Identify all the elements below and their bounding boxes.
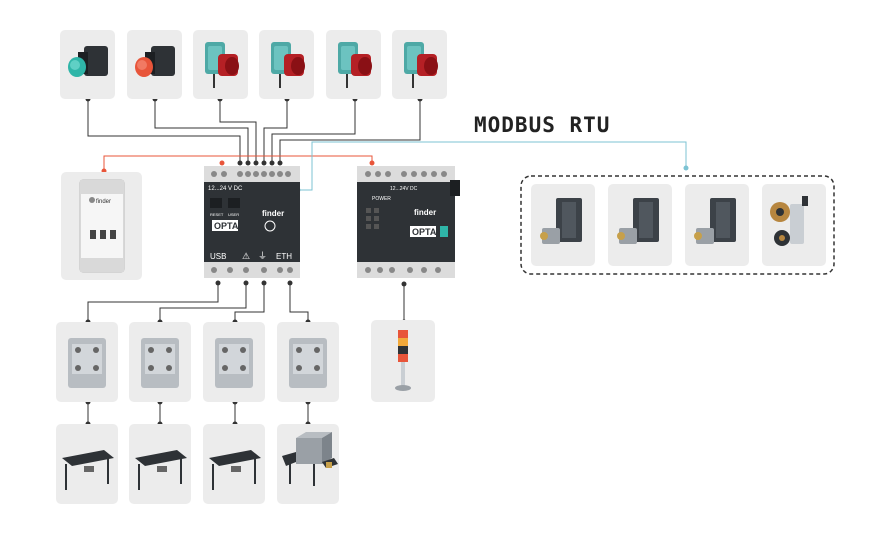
tile-servo-drive-3	[685, 184, 749, 266]
tile-power-supply: finder	[61, 172, 142, 280]
tile-relay-4	[277, 322, 339, 402]
conveyor-motor-icon	[157, 466, 167, 472]
tile-relay-3	[203, 322, 265, 402]
motor-shaft-icon	[694, 232, 702, 240]
finder-logo-icon	[89, 197, 95, 203]
wire-button-teal	[87, 99, 241, 164]
tile-photo-sensor-3	[326, 30, 381, 99]
warning-icon: ⚠	[242, 251, 250, 261]
photo-sensor-lens-icon	[358, 57, 372, 75]
opta-left-reset-label: RESET	[210, 212, 224, 217]
tile-conveyor-3	[203, 424, 265, 504]
wire-sensor-2	[263, 99, 288, 164]
opta-right-brand: finder	[414, 208, 436, 217]
opta-left-usb-label: USB	[210, 252, 226, 261]
photo-sensor-lens-icon	[225, 57, 239, 75]
opta-right-power-label: POWER	[372, 196, 391, 202]
wire-sensor-1	[219, 99, 257, 164]
modbus-group-border	[520, 175, 835, 275]
tile-relay-2	[129, 322, 191, 402]
relay-terminal-icon	[75, 347, 81, 353]
opta-left-user-label: USER	[228, 212, 239, 217]
tile-push-button-red	[127, 30, 182, 99]
opta-right-supply: 12...24V DC	[390, 186, 418, 192]
wires	[87, 99, 421, 424]
photo-sensor-lens-icon	[291, 57, 305, 75]
conveyor-motor-icon	[84, 466, 94, 472]
tile-photo-sensor-1	[193, 30, 248, 99]
opta-right-model: OPTA	[412, 227, 437, 237]
power-supply-brand: finder	[96, 199, 111, 205]
dot-power-opta-right	[369, 160, 375, 166]
tile-stack-light	[371, 320, 435, 402]
wire-output-3	[234, 282, 265, 322]
tile-photo-sensor-4	[392, 30, 447, 99]
wire-button-red	[154, 99, 249, 164]
relay-terminal-icon	[148, 347, 154, 353]
tile-labeling-machine	[762, 184, 826, 266]
opta-left-model: OPTA	[214, 221, 239, 231]
oven-box-icon	[326, 462, 332, 468]
tile-relay-1	[56, 322, 118, 402]
wire-output-1	[87, 282, 219, 322]
opta-controller-left: 12...24 V DC RESET USER finder OPTA USB …	[204, 166, 300, 278]
wire-output-2	[159, 282, 247, 322]
dot-power-opta-left	[219, 160, 225, 166]
relay-terminal-icon	[222, 347, 228, 353]
wire-modbus	[298, 141, 687, 191]
conveyor-motor-icon	[231, 466, 241, 472]
tile-conveyor-1	[56, 424, 118, 504]
tile-servo-drive-2	[608, 184, 672, 266]
opta-left-brand: finder	[262, 209, 284, 218]
tile-conveyor-2	[129, 424, 191, 504]
tile-photo-sensor-2	[259, 30, 314, 99]
ground-icon: ⏚	[258, 251, 267, 261]
dot-modbus-end	[683, 165, 689, 171]
motor-shaft-icon	[617, 232, 625, 240]
stack-light-base-icon	[395, 385, 411, 391]
opta-left-eth-label: ETH	[276, 252, 292, 261]
opta-left-supply: 12...24 V DC	[208, 186, 243, 192]
motor-shaft-icon	[540, 232, 548, 240]
wire-output-4	[289, 282, 309, 322]
wire-sensor-3	[271, 99, 356, 164]
tile-servo-drive-1	[531, 184, 595, 266]
wire-sensor-4	[279, 99, 421, 164]
arduino-logo-icon	[264, 220, 276, 232]
diagram-title: MODBUS RTU	[474, 113, 611, 137]
opta-controller-right: 12...24V DC POWER finder OPTA	[357, 166, 460, 278]
tile-oven-conveyor	[277, 424, 339, 504]
tile-push-button-teal	[60, 30, 115, 99]
photo-sensor-lens-icon	[424, 57, 438, 75]
wire-power	[103, 155, 373, 172]
relay-terminal-icon	[296, 347, 302, 353]
